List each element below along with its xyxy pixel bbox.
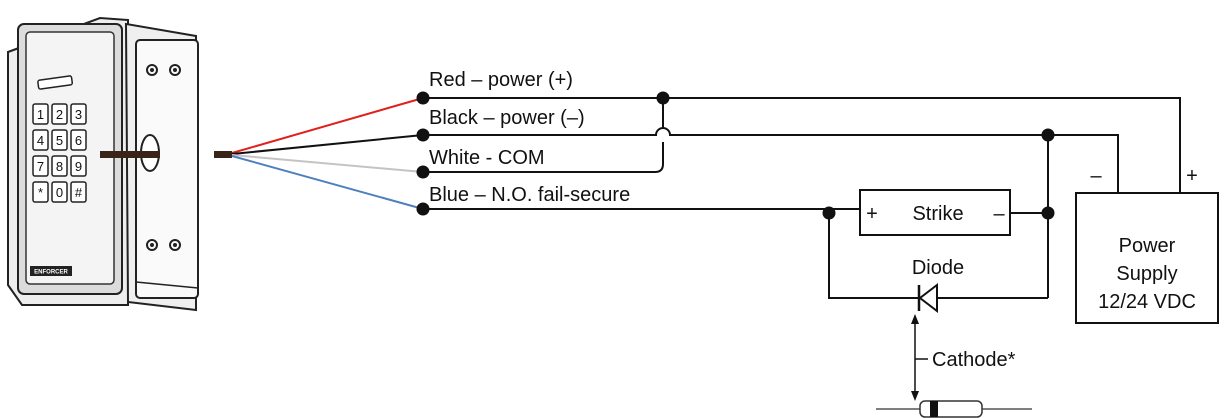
keypad-key: [32, 155, 49, 177]
keypad-key-label: 5: [56, 133, 63, 148]
label-white-wire: White - COM: [429, 147, 545, 169]
keypad-key: [51, 103, 68, 125]
diode-symbol: [917, 282, 938, 314]
power-supply-line2: Supply: [1116, 263, 1177, 285]
power-supply-line1: Power: [1119, 235, 1176, 257]
jumper-to-com: [423, 142, 664, 173]
power-supply-minus: –: [1090, 165, 1102, 187]
cable: [100, 151, 160, 158]
keypad-key: [70, 103, 87, 125]
junction-dot: [416, 91, 430, 105]
junction-dot: [656, 91, 670, 105]
cathode-label: Cathode*: [932, 349, 1016, 371]
junction-dot: [416, 128, 430, 142]
keypad-key: [51, 181, 68, 203]
junction-dot: [416, 165, 430, 179]
keypad-key: [70, 155, 87, 177]
cathode-arrow: [911, 314, 928, 401]
keypad-key-label: 3: [75, 107, 82, 122]
brand-plate: [30, 266, 72, 276]
status-led-window: [37, 75, 74, 90]
junction-dot: [1041, 128, 1055, 142]
keypad-key-label: 6: [75, 133, 82, 148]
keypad-key: [70, 129, 87, 151]
keypad-key-label: 9: [75, 159, 82, 174]
keypad-key: [51, 129, 68, 151]
positive-line: [423, 97, 1181, 193]
keypad-key-label: *: [38, 185, 43, 200]
junction-dot: [1041, 206, 1055, 220]
strike-plus: +: [866, 203, 878, 225]
power-supply-plus: +: [1186, 165, 1198, 187]
diode-label: Diode: [912, 257, 964, 279]
brand-label: ENFORCER: [34, 270, 68, 276]
diode-component-icon: [876, 400, 1032, 418]
keypad-key-label: 4: [37, 133, 44, 148]
keypad-key: [70, 181, 87, 203]
wire-blue: [231, 155, 424, 210]
keypad-key: [32, 103, 49, 125]
keypad-key-label: #: [75, 185, 83, 200]
mounting-screw-icon: [146, 64, 158, 76]
keypad-key: [32, 129, 49, 151]
negative-line: [423, 127, 1119, 193]
junction-dot: [416, 202, 430, 216]
label-red-wire: Red – power (+): [429, 69, 573, 91]
keypad-key: [32, 181, 49, 203]
strike-label: Strike: [912, 203, 963, 225]
keypad-key-label: 0: [56, 185, 63, 200]
wire-white: [231, 154, 424, 173]
keypad-back-housing: [124, 22, 199, 312]
label-blue-wire: Blue – N.O. fail-secure: [429, 184, 630, 206]
keypad-key-label: 2: [56, 107, 63, 122]
wire-black: [231, 134, 424, 155]
wire-fanout: [231, 97, 424, 210]
keypad-key-label: 7: [37, 159, 44, 174]
keypad-key-label: 8: [56, 159, 63, 174]
junctions: [416, 91, 1055, 220]
keypad-key-label: 1: [37, 107, 44, 122]
keypad-key: [51, 155, 68, 177]
label-black-wire: Black – power (–): [429, 107, 585, 129]
cable-end: [214, 151, 232, 158]
junction-dot: [822, 206, 836, 220]
strike-minus: –: [993, 203, 1005, 225]
power-supply-box: Power Supply 12/24 VDC: [1075, 192, 1219, 324]
power-supply-line3: 12/24 VDC: [1098, 291, 1196, 313]
wire-red: [231, 97, 424, 154]
strike-box: + Strike –: [859, 189, 1011, 236]
